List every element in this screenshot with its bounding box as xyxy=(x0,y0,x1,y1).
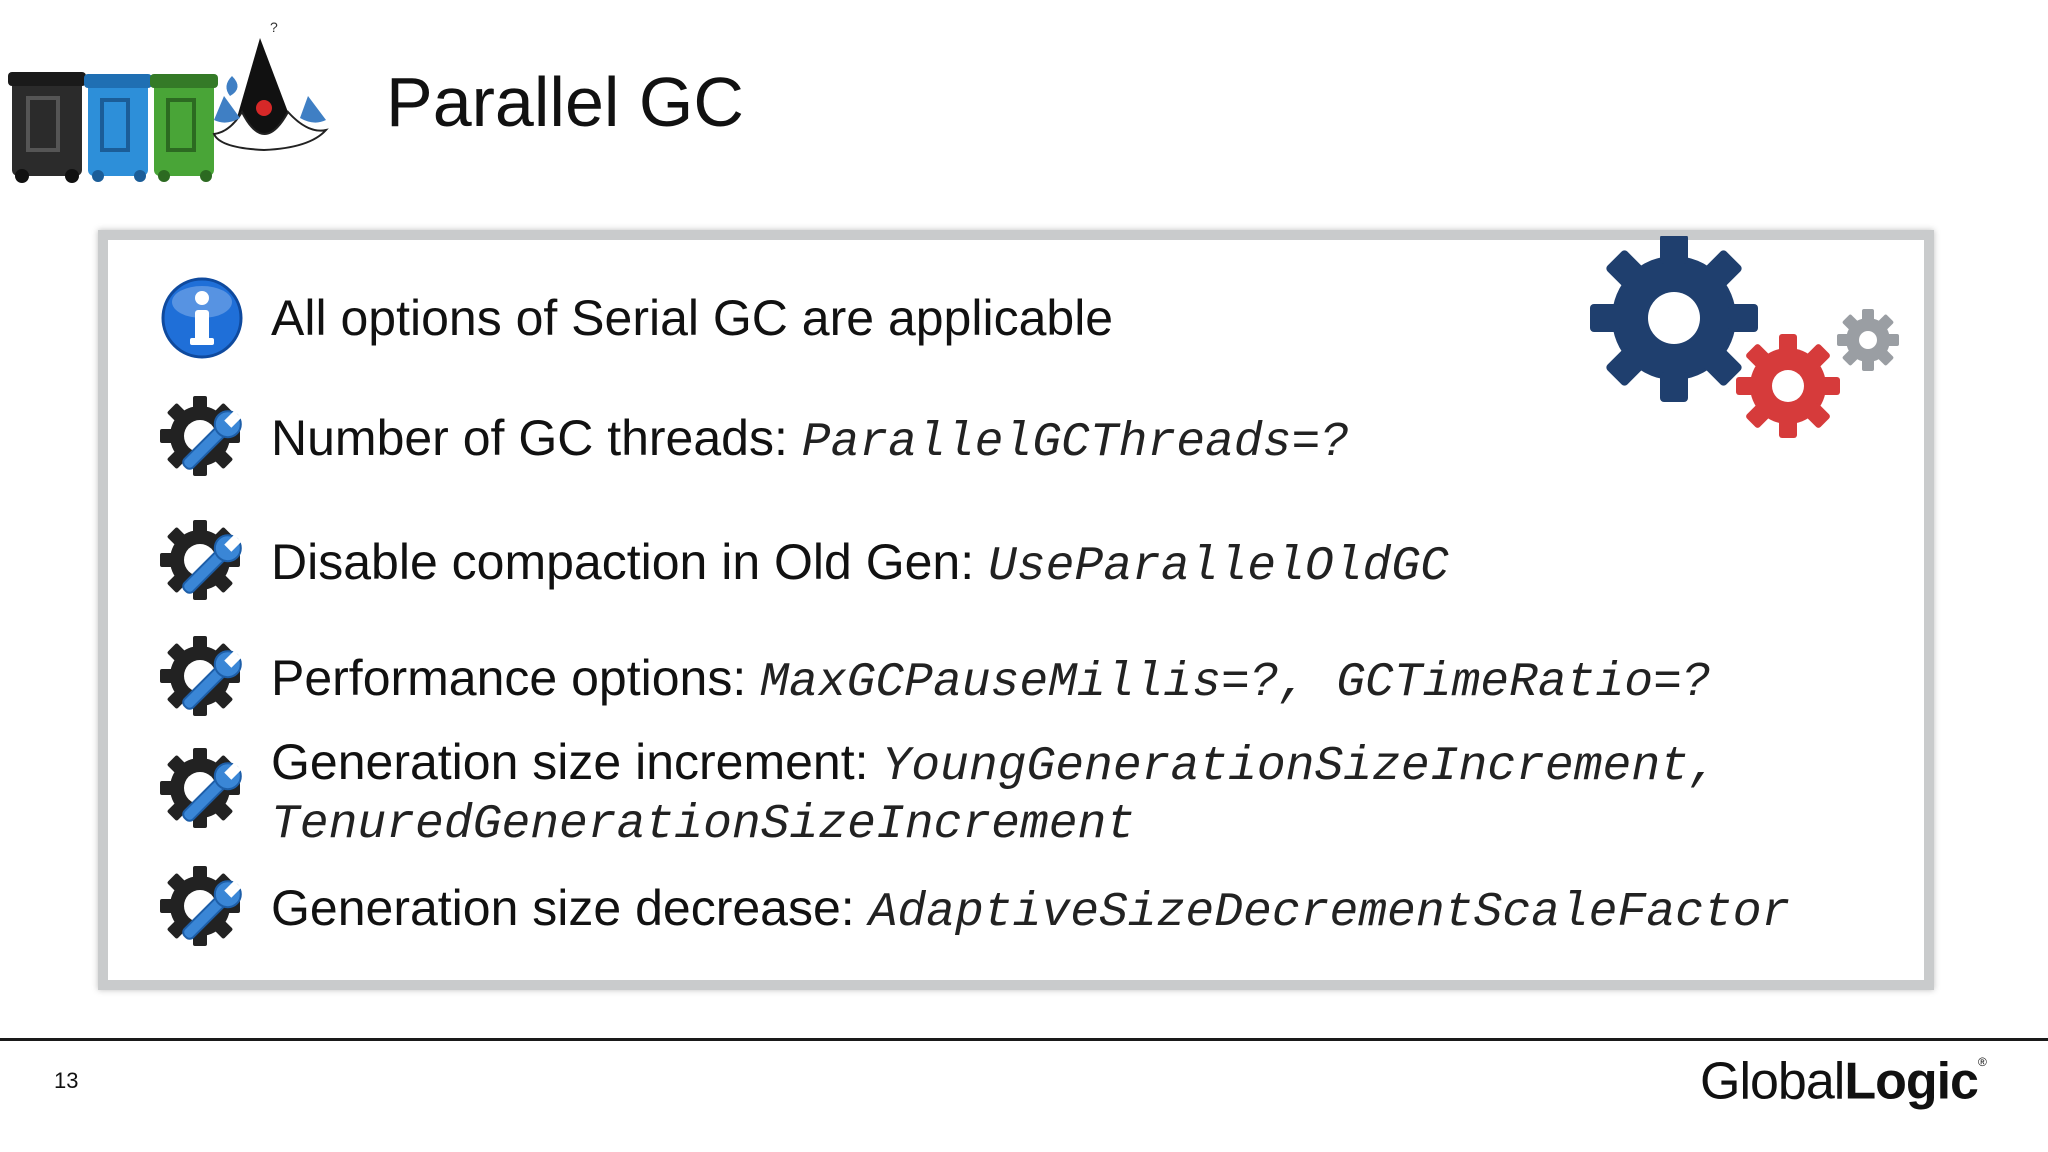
page-number: 13 xyxy=(54,1068,79,1093)
registered-mark: ® xyxy=(1977,1055,1987,1069)
bullet-text: Generation size decrease: AdaptiveSizeDe… xyxy=(271,878,1790,943)
bullet-text: Number of GC threads: ParallelGCThreads=… xyxy=(271,408,1349,473)
blue-bin-icon xyxy=(84,74,152,182)
bullet-label: All options of Serial GC are applicable xyxy=(271,290,1114,346)
bullet-text: Generation size increment: YoungGenerati… xyxy=(271,732,1718,797)
bullet-label: Generation size increment: xyxy=(271,734,883,790)
header-illustration: ? xyxy=(8,19,329,183)
bullet-code: UseParallelOldGC xyxy=(988,540,1449,594)
svg-text:?: ? xyxy=(270,19,278,35)
bullet-label: Performance options: xyxy=(271,650,761,706)
info-icon xyxy=(161,277,243,359)
bullet-text: Performance options: MaxGCPauseMillis=?,… xyxy=(271,648,1711,713)
gears-illustration xyxy=(1590,236,1899,438)
slide-title: Parallel GC xyxy=(386,63,744,141)
bullet-label: Disable compaction in Old Gen: xyxy=(271,534,989,590)
gear-wrench-icon xyxy=(160,636,242,716)
bullet-code: MaxGCPauseMillis=?, GCTimeRatio=? xyxy=(760,656,1711,710)
gear-wrench-icon xyxy=(160,396,242,476)
logo-text-light: Global xyxy=(1700,1052,1845,1111)
bullet-code: AdaptiveSizeDecrementScaleFactor xyxy=(868,886,1791,940)
black-bin-icon xyxy=(8,72,86,183)
bullet-label: Generation size decrease: xyxy=(271,880,869,936)
bullet-label: Number of GC threads: xyxy=(271,410,802,466)
bullet-text-continuation: TenuredGenerationSizeIncrement xyxy=(271,792,1135,855)
bullet-code-line2: TenuredGenerationSizeIncrement xyxy=(271,798,1136,852)
small-gray-gear-icon xyxy=(1837,309,1899,371)
bullet-code: ParallelGCThreads=? xyxy=(801,416,1350,470)
bullet-code: YoungGenerationSizeIncrement, xyxy=(882,740,1718,794)
duke-mascot-icon: ? xyxy=(212,19,329,152)
large-navy-gear-icon xyxy=(1590,236,1758,402)
gear-wrench-icon xyxy=(160,520,242,600)
logo-text-bold: Logic xyxy=(1844,1052,1979,1111)
footer-divider xyxy=(0,1038,2048,1041)
medium-red-gear-icon xyxy=(1736,334,1840,438)
gear-wrench-icon xyxy=(160,748,242,828)
globallogic-logo: GlobalLogic® xyxy=(1700,1040,1987,1117)
green-bin-icon xyxy=(150,74,218,182)
gear-wrench-icon xyxy=(160,866,242,946)
bullet-text: Disable compaction in Old Gen: UseParall… xyxy=(271,532,1449,597)
bullet-text: All options of Serial GC are applicable xyxy=(271,288,1113,348)
